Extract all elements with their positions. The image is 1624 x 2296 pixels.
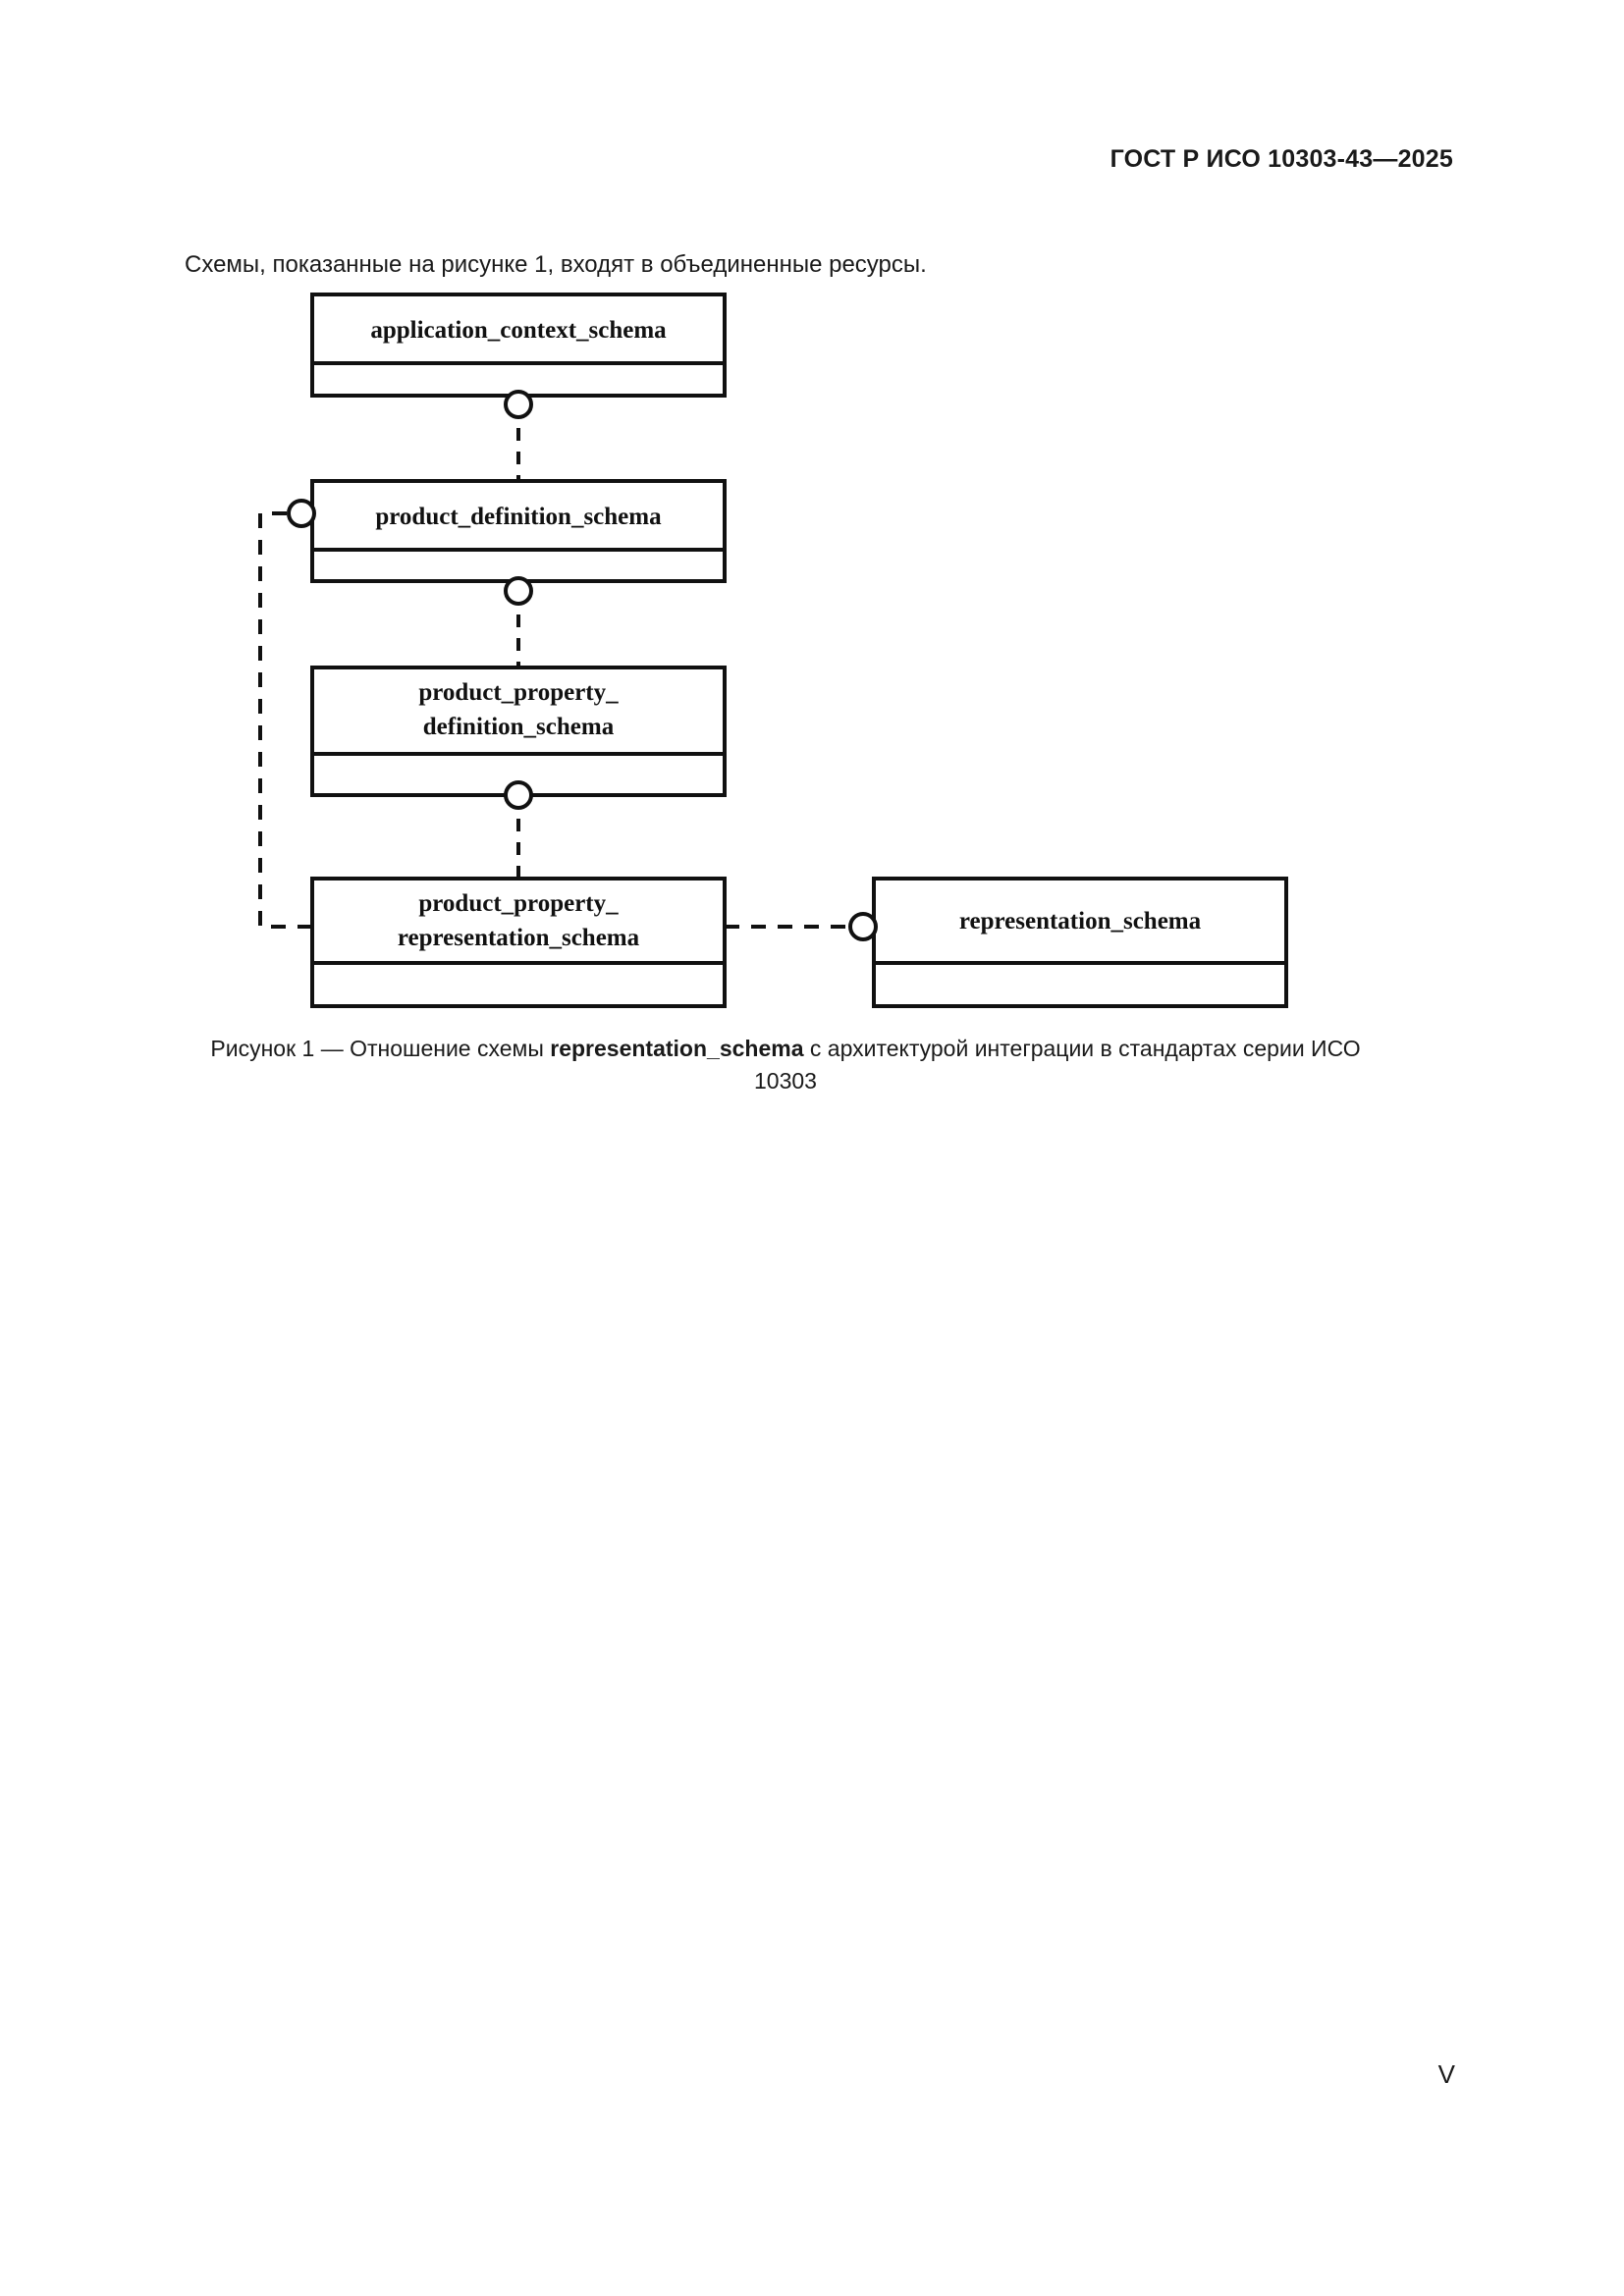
- connector-product-property-representation-to-product-definition: [258, 511, 312, 929]
- figure-1: application_context_schema product_defin…: [0, 0, 1624, 1099]
- schema-box-title-line2: definition_schema: [423, 714, 615, 740]
- schema-box-product-definition-schema[interactable]: product_definition_schema: [310, 479, 727, 583]
- schema-reference-circle-product-definition-bottom: [504, 576, 533, 606]
- schema-box-title-line2: representation_schema: [398, 925, 640, 951]
- schema-box-title: product_definition_schema: [375, 504, 662, 530]
- schema-box-title-line1: product_property_: [418, 890, 619, 917]
- schema-box-product-property-definition-schema[interactable]: product_property_ definition_schema: [310, 666, 727, 797]
- schema-box-product-property-representation-schema[interactable]: product_property_ representation_schema: [310, 877, 727, 1008]
- schema-box-outline: [872, 877, 1288, 1008]
- express-g-diagram: application_context_schema product_defin…: [258, 293, 1288, 1008]
- schema-box-representation-schema[interactable]: representation_schema: [872, 877, 1288, 1008]
- intro-paragraph: Схемы, показанные на рисунке 1, входят в…: [185, 251, 927, 278]
- schema-box-outline: [310, 877, 727, 1008]
- schema-box-outline: [310, 293, 727, 398]
- schema-box-title: application_context_schema: [370, 317, 667, 344]
- schema-box-title: representation_schema: [959, 908, 1202, 934]
- figure-caption-prefix: Рисунок 1 — Отношение схемы: [210, 1036, 551, 1061]
- figure-caption: Рисунок 1 — Отношение схемы representati…: [177, 1033, 1394, 1097]
- figure-caption-suffix: с архитектурой интеграции в стандартах: [803, 1036, 1237, 1061]
- schema-reference-circle-application-context: [504, 390, 533, 419]
- schema-box-title-line1: product_property_: [418, 679, 619, 706]
- figure-caption-schema-name: representation_schema: [550, 1036, 804, 1061]
- running-header: ГОСТ Р ИСО 10303-43—2025: [1110, 145, 1453, 173]
- figure-caption-line2: серии ИСО 10303: [754, 1036, 1361, 1094]
- page-number: V: [1437, 2059, 1455, 2089]
- schema-reference-circle-representation-left: [848, 912, 878, 941]
- schema-box-outline: [310, 479, 727, 583]
- schema-reference-circle-product-property-definition-bottom: [504, 780, 533, 810]
- schema-reference-circle-product-definition-left: [287, 499, 316, 528]
- schema-box-application-context-schema[interactable]: application_context_schema: [310, 293, 727, 398]
